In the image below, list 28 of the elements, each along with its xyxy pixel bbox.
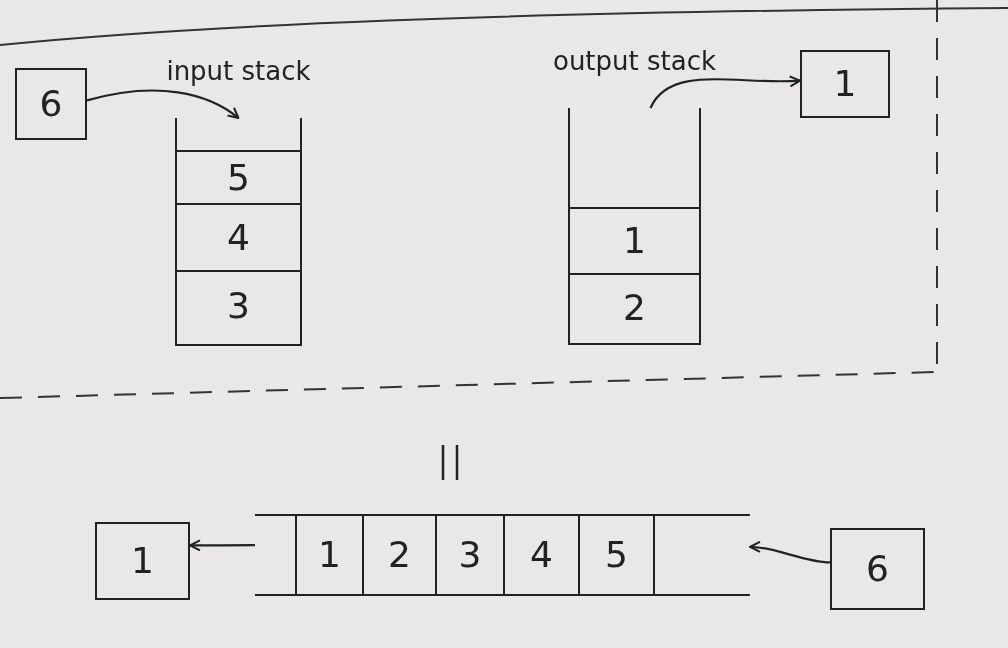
arrow: [749, 541, 831, 564]
number-box: [800, 50, 890, 118]
number-label: 2: [623, 290, 646, 326]
number-label: 2: [388, 537, 411, 573]
number-label: 6: [866, 551, 889, 587]
number-box: [15, 68, 87, 140]
queue-cell: [578, 516, 655, 594]
number-box: [830, 528, 925, 610]
stack-cell: [570, 207, 699, 275]
stack-cell: [177, 150, 300, 205]
arrow: [189, 539, 255, 552]
number-label: 4: [227, 219, 250, 256]
queue-container: [255, 514, 750, 596]
number-box: [95, 522, 190, 600]
number-label: 1: [833, 66, 857, 102]
number-label: 4: [530, 537, 553, 573]
stack-heading: output stack: [553, 46, 716, 76]
number-label: 1: [623, 223, 646, 259]
arrow: [86, 89, 240, 119]
number-label: 1: [131, 543, 154, 579]
stack-heading: input stack: [166, 56, 311, 86]
number-label: 6: [39, 86, 63, 122]
number-label: 1: [318, 537, 341, 573]
number-label: 3: [227, 288, 250, 324]
number-label: 5: [605, 537, 628, 573]
number-label: 3: [458, 537, 482, 573]
number-label: 5: [227, 159, 250, 196]
arrow: [649, 75, 801, 109]
